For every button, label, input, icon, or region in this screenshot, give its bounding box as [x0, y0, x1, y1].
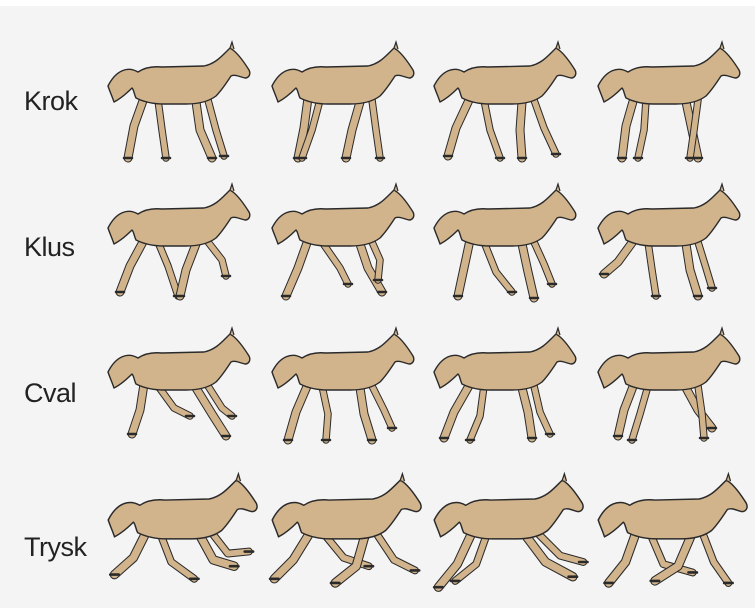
ear [720, 42, 724, 49]
leg [132, 384, 144, 434]
trot-horse-icon [434, 184, 576, 298]
trot-horse-icon [272, 184, 414, 296]
leg [286, 240, 308, 296]
trot-horse-icon [108, 184, 250, 296]
ear [720, 328, 724, 335]
leg [534, 242, 552, 284]
ear [394, 42, 398, 49]
horse-body [272, 480, 421, 539]
horse-body [272, 334, 414, 390]
horse-body [598, 48, 740, 104]
ear [230, 328, 234, 335]
canter-horse-icon [434, 328, 576, 440]
trot-horse-icon [598, 184, 740, 296]
ear [562, 474, 566, 481]
ear [726, 474, 730, 481]
ear [394, 184, 398, 191]
horse-body [272, 48, 414, 104]
horse-body [272, 190, 414, 246]
leg [686, 244, 698, 296]
walk-horse-icon [434, 42, 576, 158]
leg [274, 533, 310, 579]
leg [120, 240, 144, 292]
ear [230, 184, 234, 191]
horse-body [108, 334, 250, 390]
canter-horse-icon [598, 328, 740, 440]
ear [236, 474, 240, 481]
leg [322, 242, 348, 284]
walk-horse-icon [108, 42, 250, 158]
leg [520, 102, 522, 158]
horse-body [598, 480, 747, 539]
ear [556, 328, 560, 335]
ear [720, 184, 724, 191]
leg [604, 240, 634, 274]
leg [360, 388, 372, 440]
leg [158, 242, 178, 296]
leg [448, 98, 470, 156]
leg [444, 384, 470, 438]
leg [213, 535, 249, 554]
horse-body [108, 48, 250, 104]
horse-body [598, 190, 740, 246]
walk-horse-icon [598, 42, 740, 158]
leg [372, 386, 392, 428]
horse-body [434, 334, 576, 390]
horse-body [434, 190, 576, 246]
horse-body [434, 48, 576, 104]
horse-body [434, 480, 583, 539]
gallop-horse-icon [270, 474, 421, 583]
leg [698, 242, 712, 288]
walk-horse-icon [272, 42, 414, 158]
leg [534, 100, 556, 154]
ear [556, 184, 560, 191]
ear [400, 474, 404, 481]
gallop-horse-icon [108, 474, 257, 579]
ear [230, 42, 234, 49]
canter-horse-icon [108, 328, 250, 436]
ear [394, 328, 398, 335]
horse-body [108, 190, 250, 246]
gallop-horse-icon [598, 474, 747, 583]
canter-horse-icon [272, 328, 414, 440]
leg [622, 98, 634, 158]
horse-body [598, 334, 740, 390]
leg [288, 384, 308, 440]
leg [128, 98, 144, 158]
horse-body [108, 480, 257, 539]
ear [556, 42, 560, 49]
gallop-horse-icon [434, 474, 587, 587]
